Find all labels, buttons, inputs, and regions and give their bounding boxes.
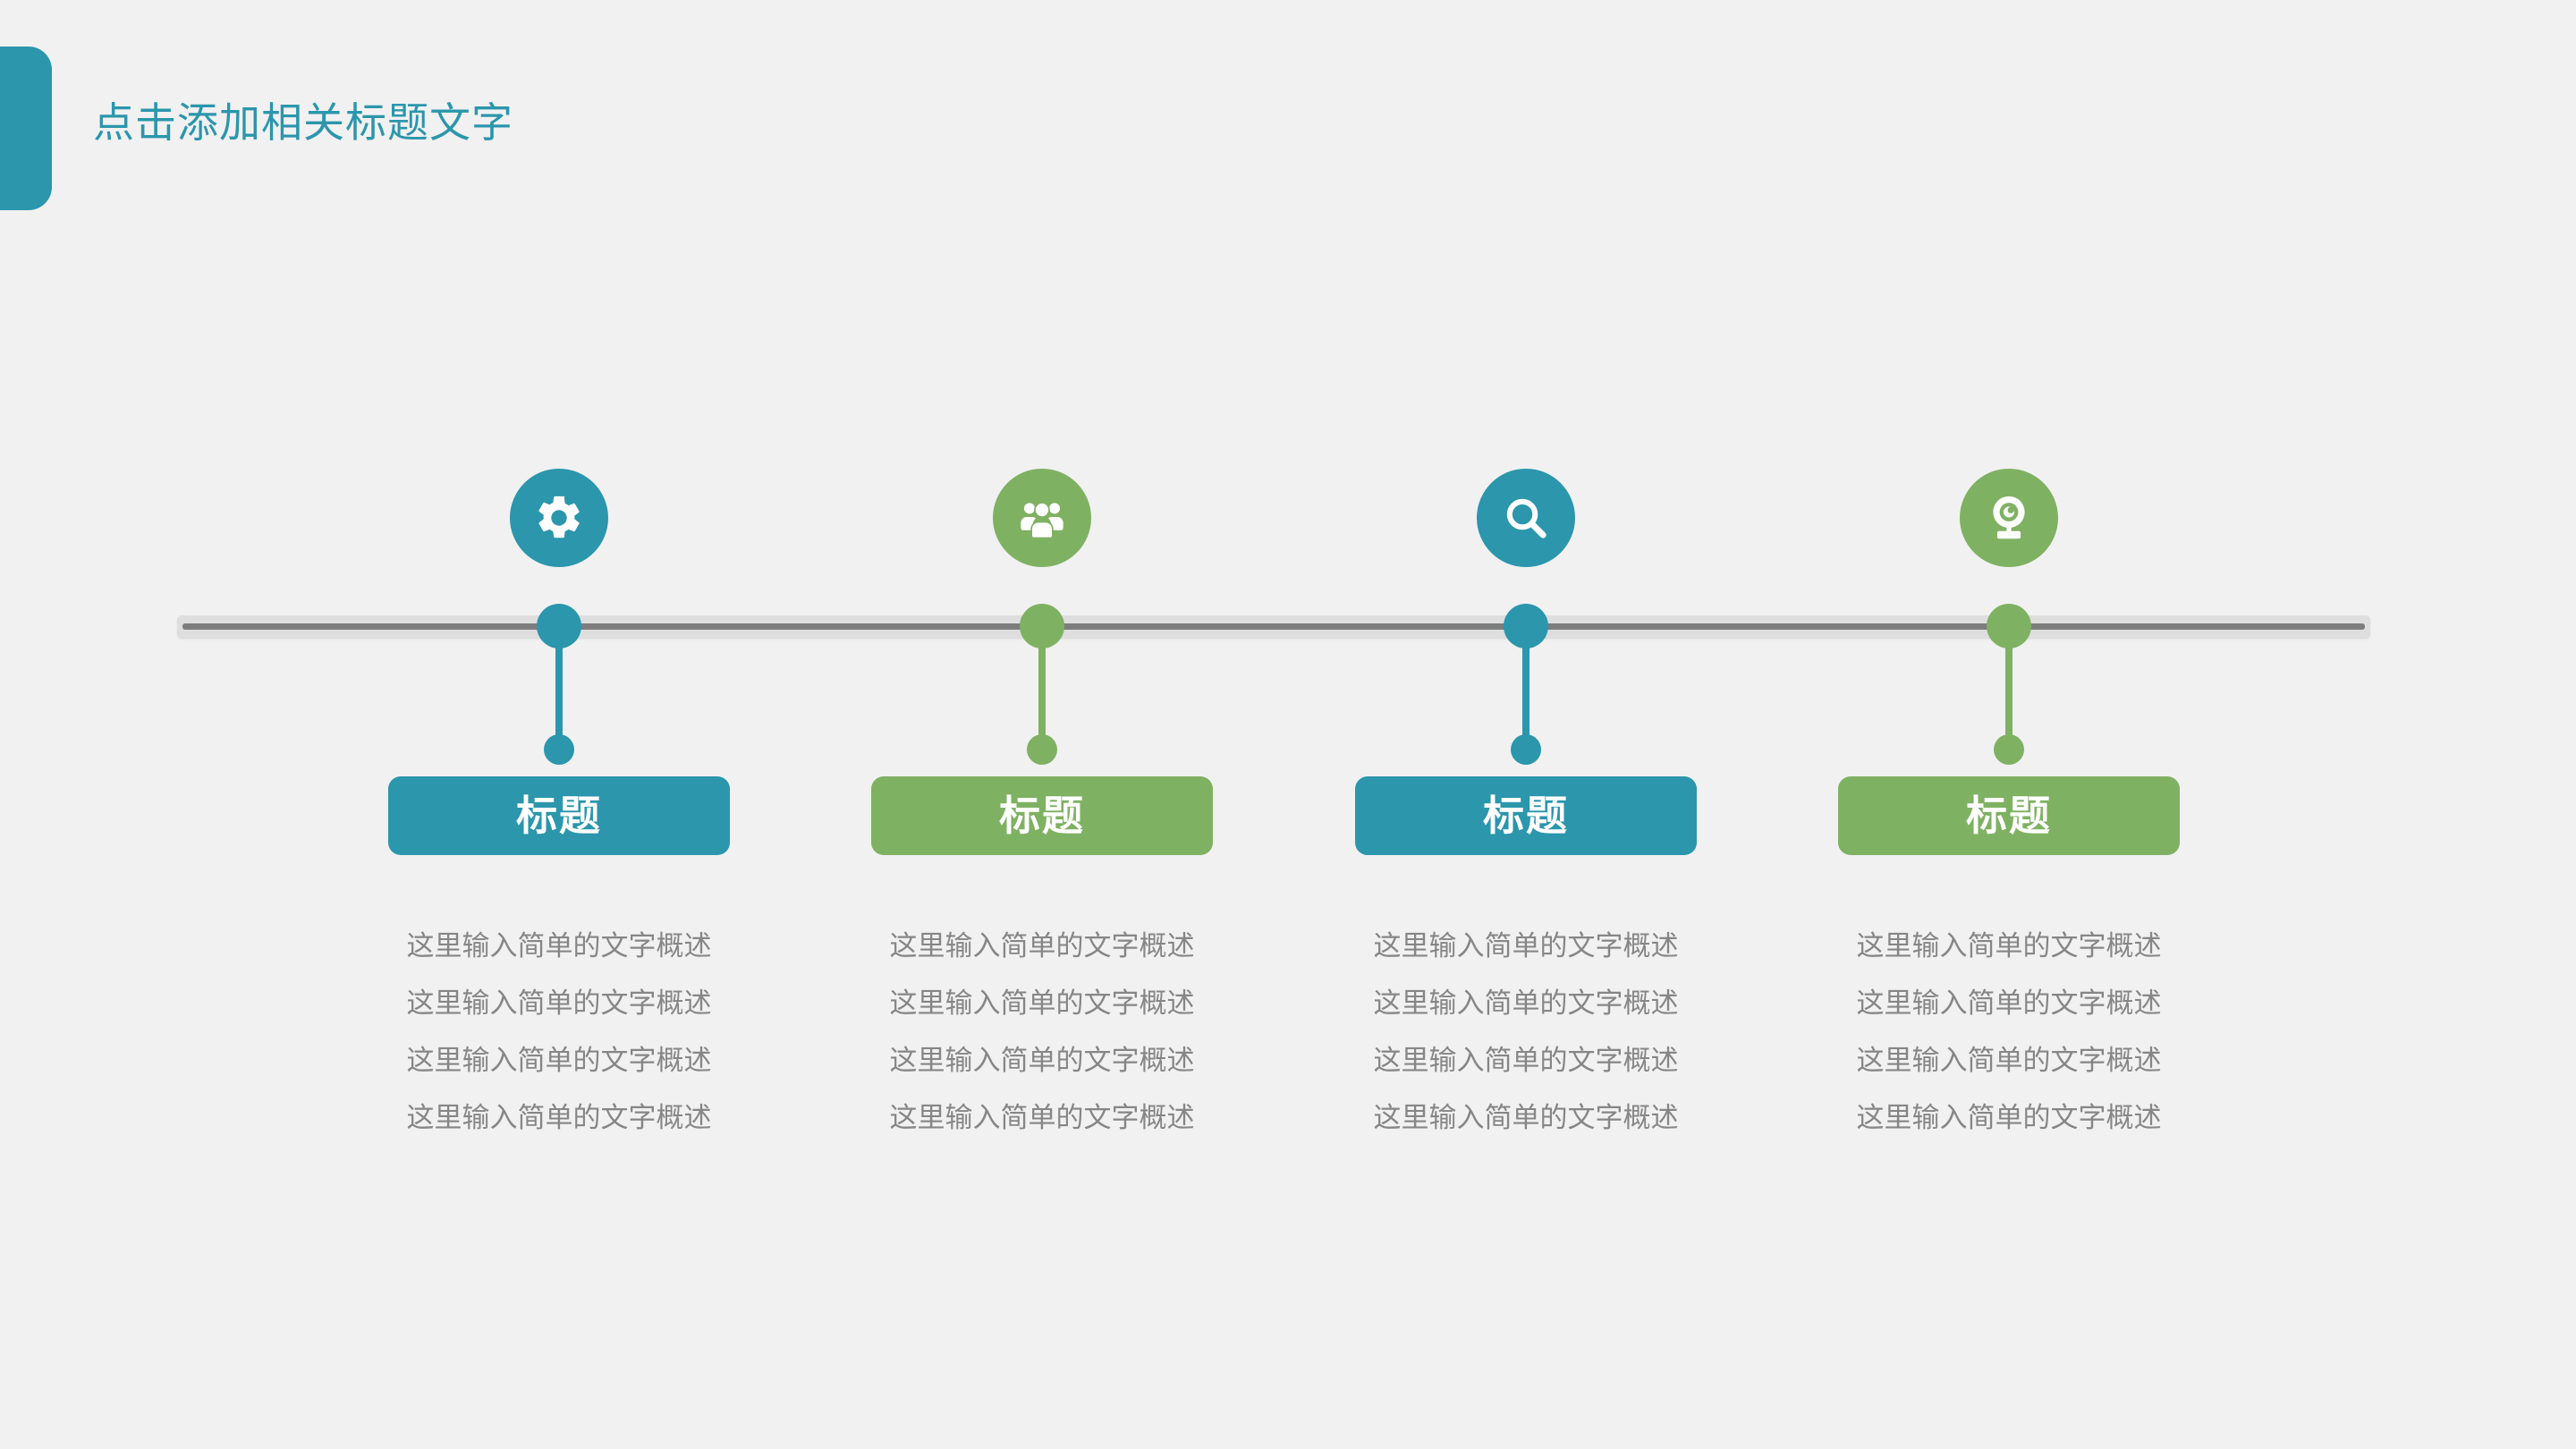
timeline-stem-dot-2 <box>1027 734 1057 765</box>
search-icon <box>1501 493 1551 543</box>
gear-icon <box>533 492 585 544</box>
title-pill-label-2: 标题 <box>999 792 1085 839</box>
timeline-stem-dot-4 <box>1994 734 2024 765</box>
body-line: 这里输入简单的文字概述 <box>889 1102 1195 1133</box>
page-title: 点击添加相关标题文字 <box>93 99 513 146</box>
body-lines-3: 这里输入简单的文字概述 这里输入简单的文字概述 这里输入简单的文字概述 这里输入… <box>1338 918 1714 1147</box>
users-group-icon <box>1016 492 1068 544</box>
timeline-node-3[interactable] <box>1504 604 1548 648</box>
timeline-column-1: 标题 这里输入简单的文字概述 这里输入简单的文字概述 这里输入简单的文字概述 这… <box>326 0 792 1449</box>
body-line: 这里输入简单的文字概述 <box>1856 930 2162 962</box>
body-line: 这里输入简单的文字概述 <box>1856 1045 2162 1076</box>
body-line: 这里输入简单的文字概述 <box>1373 987 1679 1019</box>
title-pill-1[interactable]: 标题 <box>388 776 730 855</box>
timeline-rail-line <box>182 623 2365 630</box>
body-line: 这里输入简单的文字概述 <box>1856 987 2162 1019</box>
icon-bubble-3[interactable] <box>1477 469 1575 567</box>
icon-bubble-1[interactable] <box>510 469 608 567</box>
timeline-stem-dot-3 <box>1511 734 1541 765</box>
title-pill-label-3: 标题 <box>1483 792 1569 839</box>
body-line: 这里输入简单的文字概述 <box>1373 1045 1679 1076</box>
timeline-stem-1 <box>555 640 563 756</box>
timeline-node-2[interactable] <box>1020 604 1064 648</box>
timeline-column-3: 标题 这里输入简单的文字概述 这里输入简单的文字概述 这里输入简单的文字概述 这… <box>1293 0 1758 1449</box>
title-pill-4[interactable]: 标题 <box>1838 776 2180 855</box>
title-pill-label-1: 标题 <box>516 792 602 839</box>
body-line: 这里输入简单的文字概述 <box>406 987 712 1019</box>
timeline-column-4: 标题 这里输入简单的文字概述 这里输入简单的文字概述 这里输入简单的文字概述 这… <box>1776 0 2241 1449</box>
title-pill-3[interactable]: 标题 <box>1355 776 1697 855</box>
body-line: 这里输入简单的文字概述 <box>1373 1102 1679 1133</box>
icon-bubble-2[interactable] <box>993 469 1091 567</box>
body-line: 这里输入简单的文字概述 <box>889 1045 1195 1076</box>
webcam-icon <box>1983 492 2035 544</box>
body-line: 这里输入简单的文字概述 <box>406 930 712 962</box>
timeline-stem-dot-1 <box>544 734 574 765</box>
timeline-stem-2 <box>1038 640 1046 756</box>
body-lines-1: 这里输入简单的文字概述 这里输入简单的文字概述 这里输入简单的文字概述 这里输入… <box>371 918 747 1147</box>
timeline-stem-3 <box>1522 640 1530 756</box>
body-line: 这里输入简单的文字概述 <box>406 1102 712 1133</box>
icon-bubble-4[interactable] <box>1960 469 2058 567</box>
body-line: 这里输入简单的文字概述 <box>1373 930 1679 962</box>
body-line: 这里输入简单的文字概述 <box>1856 1102 2162 1133</box>
timeline-column-2: 标题 这里输入简单的文字概述 这里输入简单的文字概述 这里输入简单的文字概述 这… <box>809 0 1275 1449</box>
timeline-node-1[interactable] <box>537 604 581 648</box>
title-pill-label-4: 标题 <box>1966 792 2052 839</box>
title-pill-2[interactable]: 标题 <box>871 776 1213 855</box>
body-line: 这里输入简单的文字概述 <box>889 930 1195 962</box>
body-line: 这里输入简单的文字概述 <box>889 987 1195 1019</box>
body-lines-4: 这里输入简单的文字概述 这里输入简单的文字概述 这里输入简单的文字概述 这里输入… <box>1821 918 2197 1147</box>
body-line: 这里输入简单的文字概述 <box>406 1045 712 1076</box>
body-lines-2: 这里输入简单的文字概述 这里输入简单的文字概述 这里输入简单的文字概述 这里输入… <box>854 918 1230 1147</box>
timeline-stem-4 <box>2005 640 2012 756</box>
header-accent-bar <box>0 47 52 210</box>
timeline-node-4[interactable] <box>1987 604 2031 648</box>
